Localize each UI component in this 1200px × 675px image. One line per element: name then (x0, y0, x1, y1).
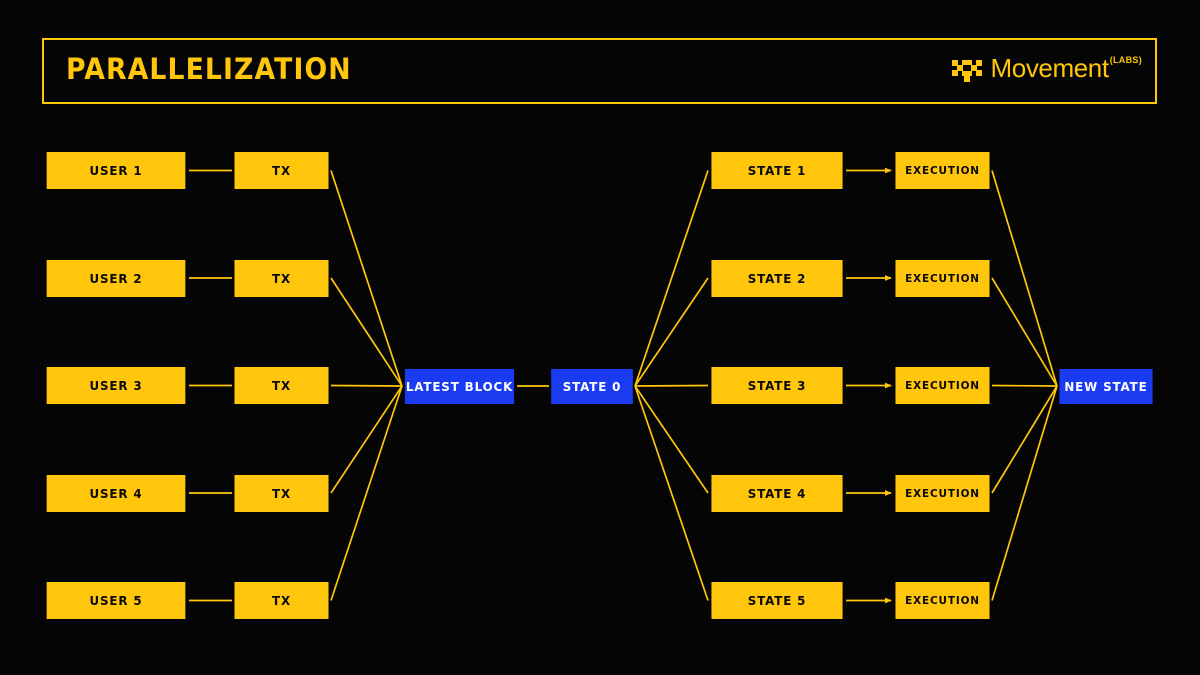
node-tx-2[interactable]: TX (234, 260, 329, 297)
node-tx-1[interactable]: TX (234, 152, 329, 189)
node-latest-block[interactable]: LATEST BLOCK (404, 369, 515, 404)
node-user-1[interactable]: USER 1 (46, 152, 186, 189)
node-state-4[interactable]: STATE 4 (711, 475, 843, 512)
node-user-2[interactable]: USER 2 (46, 260, 186, 297)
edge-execution1-new-state (991, 170, 1058, 387)
edge-execution3-new-state (991, 384, 1058, 387)
edge-state0-state4 (634, 385, 709, 494)
node-execution-2[interactable]: EXECUTION (895, 260, 990, 297)
edge-execution4-new-state (991, 385, 1058, 494)
header-frame (42, 38, 1157, 104)
node-state-5[interactable]: STATE 5 (711, 582, 843, 619)
brand-wordmark: Movement (990, 53, 1110, 83)
node-user-4[interactable]: USER 4 (46, 475, 186, 512)
edge-tx4-latest-block (330, 385, 403, 494)
edge-state0-state5 (634, 385, 709, 601)
node-execution-5[interactable]: EXECUTION (895, 582, 990, 619)
node-state-zero[interactable]: STATE 0 (551, 369, 633, 404)
edge-tx1-latest-block (330, 170, 403, 387)
edge-state0-state2 (634, 277, 709, 387)
node-execution-4[interactable]: EXECUTION (895, 475, 990, 512)
node-user-3[interactable]: USER 3 (46, 367, 186, 404)
edge-execution5-new-state (991, 385, 1058, 601)
page-title: PARALLELIZATION (66, 52, 352, 86)
movement-logo-mark-icon (951, 60, 982, 82)
node-execution-1[interactable]: EXECUTION (895, 152, 990, 189)
brand-logo: Movement (LABS) (951, 53, 1142, 88)
edge-tx5-latest-block (330, 385, 403, 601)
edge-tx2-latest-block (330, 277, 403, 387)
node-tx-4[interactable]: TX (234, 475, 329, 512)
brand-superscript: (LABS) (1109, 55, 1142, 65)
node-user-5[interactable]: USER 5 (46, 582, 186, 619)
edge-tx3-latest-block (330, 384, 403, 387)
edge-state0-state3 (634, 384, 709, 387)
node-state-1[interactable]: STATE 1 (711, 152, 843, 189)
node-state-2[interactable]: STATE 2 (711, 260, 843, 297)
node-tx-5[interactable]: TX (234, 582, 329, 619)
node-tx-3[interactable]: TX (234, 367, 329, 404)
node-execution-3[interactable]: EXECUTION (895, 367, 990, 404)
edge-execution2-new-state (991, 277, 1058, 387)
node-new-state[interactable]: NEW STATE (1059, 369, 1153, 404)
edge-state0-state1 (634, 170, 709, 387)
node-state-3[interactable]: STATE 3 (711, 367, 843, 404)
